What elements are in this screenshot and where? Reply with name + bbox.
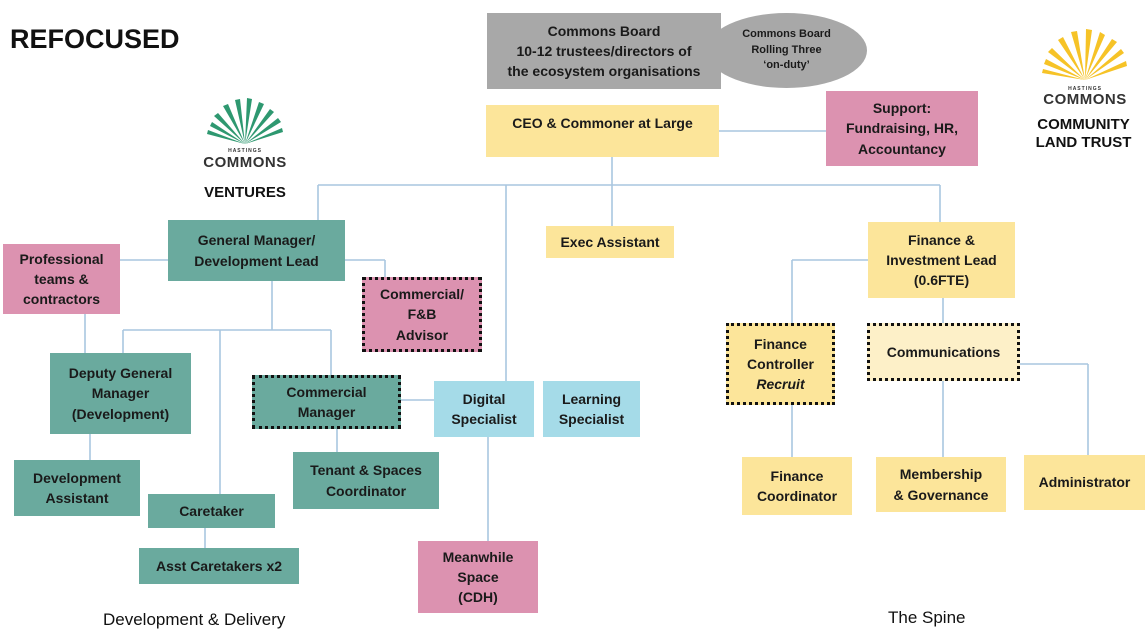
commercial-advisor-box: Commercial/ F&B Advisor — [362, 277, 482, 352]
learning-specialist-box: Learning Specialist — [543, 381, 640, 437]
communications-box: Communications — [867, 323, 1020, 381]
ventures-caption: VENTURES — [204, 184, 286, 201]
finance-lead-box: Finance & Investment Lead (0.6FTE) — [868, 222, 1015, 298]
commercial-manager-box: Commercial Manager — [252, 375, 401, 429]
membership-box: Membership & Governance — [876, 457, 1006, 512]
clt-caption: COMMUNITY LAND TRUST — [1035, 116, 1132, 151]
support-box: Support: Fundraising, HR, Accountancy — [826, 91, 978, 166]
administrator-box: Administrator — [1024, 455, 1145, 510]
clt-logo-brand: COMMONS — [1043, 91, 1127, 108]
caretaker-box: Caretaker — [148, 494, 275, 528]
footer-right-label: The Spine — [888, 608, 966, 627]
ceo-box: CEO & Commoner at Large — [486, 105, 719, 157]
finance-controller-title: Finance Controller — [747, 335, 814, 372]
deputy-gm-box: Deputy General Manager (Development) — [50, 353, 191, 434]
digital-specialist-box: Digital Specialist — [434, 381, 534, 437]
finance-controller-note: Recruit — [756, 376, 805, 393]
page-title: REFOCUSED — [10, 24, 180, 54]
asst-caretakers-box: Asst Caretakers x2 — [139, 548, 299, 584]
general-manager-box: General Manager/ Development Lead — [168, 220, 345, 281]
sunburst-icon — [1042, 29, 1127, 80]
tenant-coordinator-box: Tenant & Spaces Coordinator — [293, 452, 439, 509]
ventures-logo-small: HASTINGS — [228, 148, 262, 154]
commons-board-box: Commons Board 10-12 trustees/directors o… — [487, 13, 721, 89]
clt-logo-small: HASTINGS — [1068, 86, 1102, 92]
footer-left-label: Development & Delivery — [103, 610, 286, 629]
clt-logo: HASTINGS COMMONS — [1030, 28, 1140, 118]
board-oval: Commons Board Rolling Three ‘on-duty’ — [706, 13, 867, 88]
ventures-logo-brand: COMMONS — [203, 154, 287, 171]
ventures-logo: HASTINGS COMMONS — [190, 96, 300, 206]
professional-teams-box: Professional teams & contractors — [3, 244, 120, 314]
meanwhile-space-box: Meanwhile Space (CDH) — [418, 541, 538, 613]
finance-coordinator-box: Finance Coordinator — [742, 457, 852, 515]
finance-controller-box: Finance Controller Recruit — [726, 323, 835, 405]
exec-assistant-box: Exec Assistant — [546, 226, 674, 258]
sunburst-icon — [207, 98, 283, 144]
development-assistant-box: Development Assistant — [14, 460, 140, 516]
